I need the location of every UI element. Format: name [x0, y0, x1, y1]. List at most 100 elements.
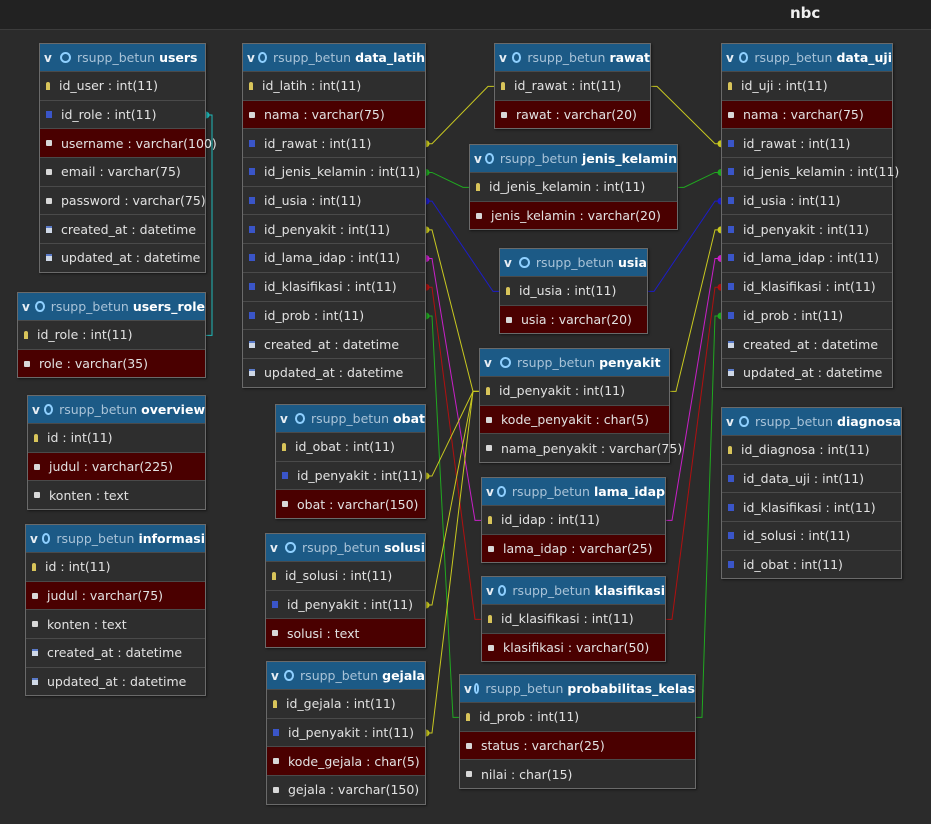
column-row[interactable]: role : varchar(35) [18, 348, 205, 378]
column-row[interactable]: id_data_uji : int(11) [722, 463, 901, 493]
collapse-toggle[interactable]: v [44, 50, 52, 65]
column-row[interactable]: created_at : datetime [243, 329, 425, 358]
column-row[interactable]: id_obat : int(11) [276, 432, 425, 461]
column-row[interactable]: id_penyakit : int(11) [266, 589, 425, 619]
column-row[interactable]: password : varchar(75) [40, 185, 206, 215]
column-row[interactable]: status : varchar(25) [460, 730, 695, 760]
table-name[interactable]: diagnosa [837, 414, 901, 429]
column-row[interactable]: id_rawat : int(11) [243, 128, 425, 157]
gear-icon[interactable] [285, 542, 296, 553]
column-row[interactable]: id_solusi : int(11) [266, 561, 425, 590]
table-name[interactable]: solusi [384, 540, 425, 555]
table-name[interactable]: overview [141, 402, 205, 417]
collapse-toggle[interactable]: v [726, 50, 734, 65]
column-row[interactable]: konten : text [28, 480, 205, 509]
collapse-toggle[interactable]: v [474, 151, 482, 166]
collapse-toggle[interactable]: v [486, 583, 494, 598]
column-row[interactable]: id_usia : int(11) [722, 185, 892, 215]
column-row[interactable]: klasifikasi : varchar(50) [482, 632, 665, 662]
column-row[interactable]: kode_gejala : char(5) [267, 746, 425, 776]
table-name[interactable]: data_uji [836, 50, 892, 65]
table-name[interactable]: lama_idap [593, 484, 665, 499]
column-row[interactable]: usia : varchar(20) [500, 304, 647, 334]
collapse-toggle[interactable]: v [32, 402, 40, 417]
column-row[interactable]: id : int(11) [26, 552, 205, 581]
column-row[interactable]: id_klasifikasi : int(11) [243, 271, 425, 301]
collapse-toggle[interactable]: v [484, 355, 492, 370]
column-row[interactable]: rawat : varchar(20) [495, 99, 650, 129]
table-name[interactable]: klasifikasi [594, 583, 666, 598]
column-row[interactable]: id_klasifikasi : int(11) [722, 492, 901, 521]
column-row[interactable]: id_solusi : int(11) [722, 521, 901, 550]
gear-icon[interactable] [473, 683, 480, 694]
gear-icon[interactable] [485, 153, 494, 164]
column-row[interactable]: id_latih : int(11) [243, 71, 425, 100]
column-row[interactable]: updated_at : datetime [722, 357, 892, 387]
column-row[interactable]: email : varchar(75) [40, 157, 205, 186]
gear-icon[interactable] [294, 413, 305, 424]
column-row[interactable]: kode_penyakit : char(5) [480, 404, 669, 434]
column-row[interactable]: id_lama_idap : int(11) [722, 243, 892, 272]
table-name[interactable]: rawat [609, 50, 650, 65]
column-row[interactable]: id_usia : int(11) [500, 276, 647, 305]
column-row[interactable]: id_gejala : int(11) [267, 689, 425, 718]
collapse-toggle[interactable]: v [280, 411, 288, 426]
column-row[interactable]: nama : varchar(75) [722, 99, 892, 129]
column-row[interactable]: konten : text [26, 609, 205, 638]
column-row[interactable]: id_penyakit : int(11) [267, 717, 425, 747]
gear-icon[interactable] [258, 52, 267, 63]
column-row[interactable]: id_user : int(11) [40, 71, 205, 100]
collapse-toggle[interactable]: v [486, 484, 494, 499]
column-row[interactable]: obat : varchar(150) [276, 489, 425, 519]
column-row[interactable]: created_at : datetime [40, 214, 205, 243]
collapse-toggle[interactable]: v [247, 50, 255, 65]
table-name[interactable]: gejala [382, 668, 425, 683]
column-row[interactable]: nilai : char(15) [460, 759, 695, 788]
collapse-toggle[interactable]: v [22, 299, 30, 314]
column-row[interactable]: judul : varchar(225) [28, 451, 205, 481]
gear-icon[interactable] [284, 670, 295, 681]
column-row[interactable]: jenis_kelamin : varchar(20) [470, 200, 677, 230]
column-row[interactable]: updated_at : datetime [40, 243, 205, 272]
collapse-toggle[interactable]: v [30, 531, 38, 546]
column-row[interactable]: id_usia : int(11) [243, 185, 425, 215]
table-name[interactable]: penyakit [599, 355, 661, 370]
column-row[interactable]: id_uji : int(11) [722, 71, 892, 100]
column-row[interactable]: id_obat : int(11) [722, 549, 901, 579]
collapse-toggle[interactable]: v [464, 681, 472, 696]
gear-icon[interactable] [519, 257, 530, 268]
column-row[interactable]: id_penyakit : int(11) [480, 376, 669, 405]
column-row[interactable]: id_penyakit : int(11) [276, 460, 425, 490]
column-row[interactable]: lama_idap : varchar(25) [482, 533, 665, 563]
column-row[interactable]: id_idap : int(11) [482, 505, 665, 534]
column-row[interactable]: id_rawat : int(11) [495, 71, 650, 100]
gear-icon[interactable] [35, 301, 45, 312]
column-row[interactable]: id_diagnosa : int(11) [722, 435, 901, 464]
column-row[interactable]: id_penyakit : int(11) [722, 214, 892, 243]
column-row[interactable]: nama : varchar(75) [243, 99, 425, 129]
column-row[interactable]: id_jenis_kelamin : int(11) [243, 157, 425, 186]
column-row[interactable]: solusi : text [266, 618, 425, 648]
